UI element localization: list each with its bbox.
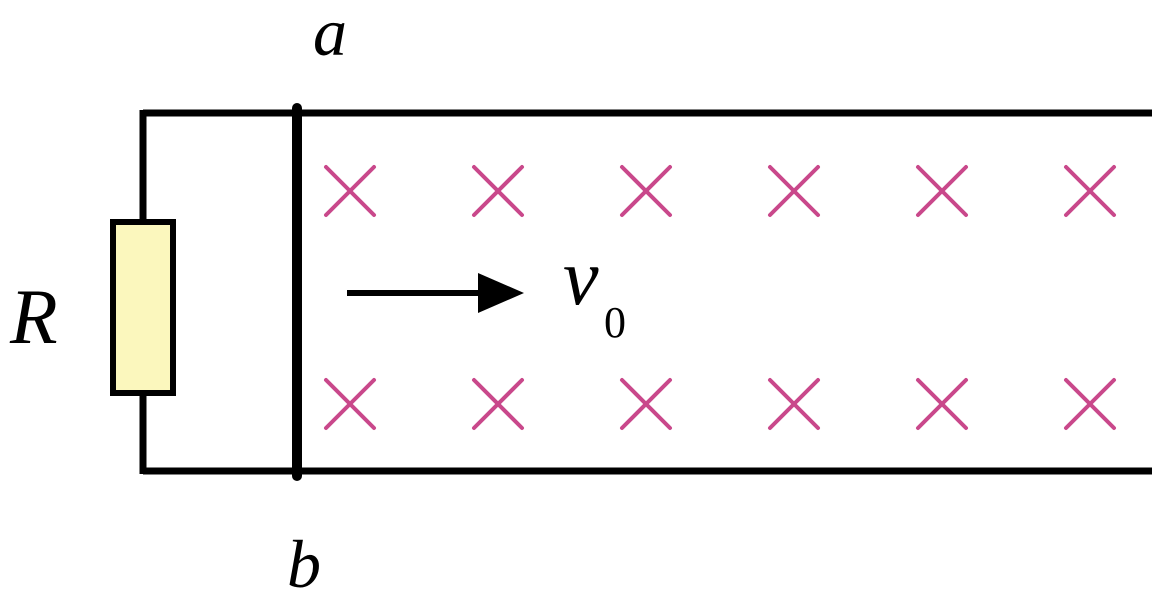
field-cross-mark [1064,165,1116,217]
label-a: a [313,0,347,70]
field-cross-mark [768,165,820,217]
field-cross-mark [916,165,968,217]
field-cross-mark [324,378,376,430]
field-cross-mark [620,378,672,430]
field-cross-mark [916,378,968,430]
velocity-arrow-head [478,273,524,313]
label-v-subscript: 0 [604,298,626,347]
label-R: R [9,273,58,360]
field-cross-mark [472,165,524,217]
resistor [110,219,176,396]
label-b: b [287,526,321,599]
field-cross-mark [768,378,820,430]
field-cross-mark [1064,378,1116,430]
field-cross-mark [620,165,672,217]
field-cross-mark [324,165,376,217]
label-v: v [563,234,599,322]
field-cross-mark [472,378,524,430]
magnetic-field-marks [324,165,1116,430]
